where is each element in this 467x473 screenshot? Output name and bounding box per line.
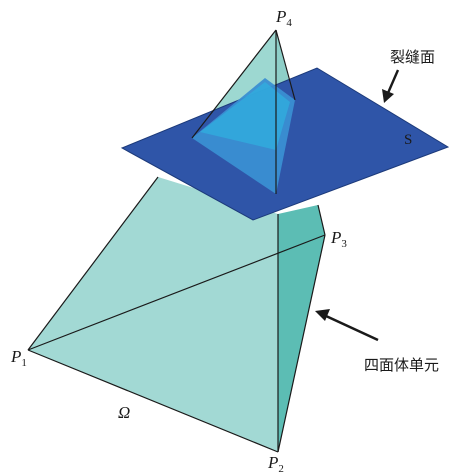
vertex-label-p2: P2 — [267, 453, 284, 473]
tetra-arrow — [315, 309, 379, 342]
face-p1-p2-p4-front — [28, 177, 278, 452]
crack-arrow — [382, 69, 400, 103]
crack-arrowhead — [382, 89, 394, 103]
edge-p3-p4-lower — [317, 204, 326, 236]
surface-symbol: S — [404, 132, 412, 148]
edge-p4-left-upper — [191, 29, 277, 139]
domain-symbol: Ω — [118, 403, 130, 422]
vertex-label-p4: P4 — [275, 7, 292, 29]
edge-p2-p3 — [277, 234, 326, 453]
tetra-element-label: 四面体单元 — [364, 356, 439, 374]
tetra-edges — [27, 29, 326, 453]
vertex-label-p1: P1 — [10, 347, 27, 369]
vertex-label-p3: P3 — [330, 228, 347, 250]
crack-surface-label: 裂缝面 — [390, 48, 435, 66]
edge-p1-p2 — [27, 349, 279, 453]
edge-p1-p4-lower — [27, 176, 159, 351]
tetra-arrowhead — [315, 309, 330, 321]
edge-p4-right-upper — [275, 29, 296, 101]
intersection-highlight — [200, 82, 290, 150]
face-p2-p3-p4-right — [278, 205, 325, 452]
edge-p1-p3 — [27, 234, 326, 351]
